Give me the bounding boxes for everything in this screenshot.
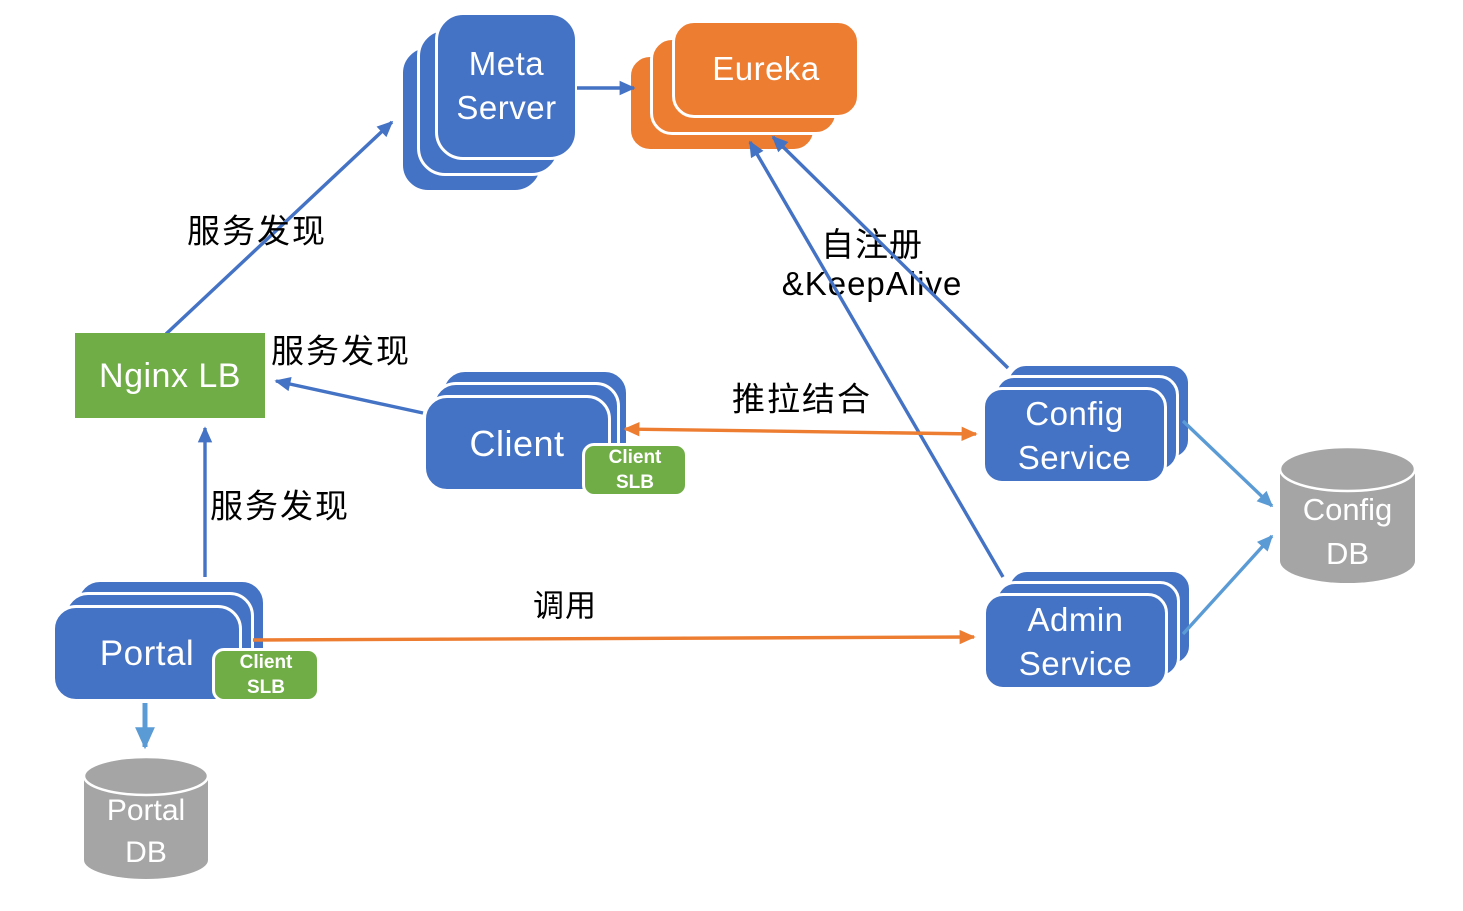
node-client: Client [423, 369, 629, 492]
node-label: Eureka [712, 50, 820, 87]
node-meta-server: Meta Server [400, 12, 578, 193]
node-label: Admin Service [1018, 600, 1133, 682]
edge-client-config-bidirectional [623, 422, 978, 441]
node-admin-service: Admin Service [983, 569, 1192, 690]
node-label: Config Service [1017, 394, 1132, 476]
node-config-db: Config DB [1278, 445, 1417, 585]
edge-admin-to-eureka [748, 140, 1005, 578]
node-label: Client SLB [239, 652, 293, 698]
node-label: Client [469, 422, 565, 464]
stack-layer-front: Portal [52, 605, 242, 702]
node-portal-slb: Client SLB [212, 648, 320, 702]
node-portal-db: Portal DB [82, 755, 210, 881]
node-config-service: Config Service [982, 363, 1191, 484]
node-label: Portal DB [106, 794, 186, 869]
stack-layer-front: Admin Service [983, 593, 1168, 690]
edge-label-service-discovery-meta: 服务发现 [187, 212, 327, 250]
edge-label-service-discovery-portal: 服务发现 [210, 487, 350, 525]
cylinder-shape [82, 755, 210, 879]
node-portal: Portal [52, 579, 266, 702]
cylinder-shape [1278, 445, 1417, 583]
stack-layer-front: Eureka [672, 20, 860, 118]
stack-layer-front: Meta Server [435, 12, 578, 160]
node-label: Config DB [1302, 492, 1393, 571]
edge-config-to-configdb [1181, 419, 1274, 508]
node-client-slb: Client SLB [582, 443, 688, 497]
edge-label-service-discovery-client: 服务发现 [271, 332, 411, 370]
node-nginx-lb: Nginx LB [75, 333, 265, 418]
edge-label-self-register: 自注册 &KeepAlive [781, 226, 963, 302]
node-label: Nginx LB [99, 356, 241, 395]
stack-layer-front: Config Service [982, 387, 1167, 484]
edge-admin-to-configdb [1181, 534, 1274, 636]
edge-portal-to-admin [252, 629, 976, 645]
edge-client-to-nginx [274, 377, 424, 415]
node-label: Client SLB [608, 447, 662, 493]
node-label: Portal [99, 633, 195, 673]
node-eureka: Eureka [628, 20, 860, 152]
edge-label-invoke: 调用 [533, 588, 597, 624]
edge-label-push-pull: 推拉结合 [732, 380, 872, 418]
node-label: Meta Server [456, 45, 557, 126]
